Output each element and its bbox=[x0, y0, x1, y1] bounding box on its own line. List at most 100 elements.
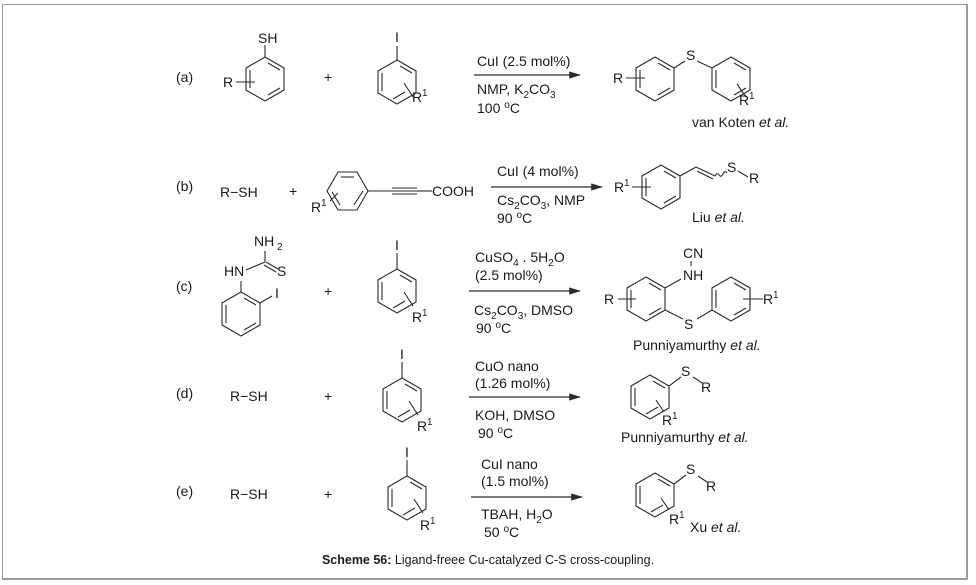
group-r1: R bbox=[311, 199, 321, 215]
reactant-thiol: R−SH bbox=[230, 388, 268, 404]
reaction-conditions: CuI nano (1.5 mol%) TBAH, H2O 50 oC bbox=[471, 456, 584, 540]
product-diaryl-sulfide: S R R 1 bbox=[613, 47, 755, 108]
superscript: 1 bbox=[422, 88, 428, 99]
reaction-label: (a) bbox=[176, 69, 193, 85]
group-r1: R bbox=[417, 418, 427, 434]
group-r1: R bbox=[669, 511, 679, 527]
solvent-base-text: Cs2CO3, DMSO bbox=[474, 302, 573, 322]
group-s: S bbox=[686, 461, 695, 477]
catalyst-text: CuI (4 mol%) bbox=[497, 163, 579, 179]
group-r: R bbox=[749, 170, 759, 186]
group-s: S bbox=[277, 263, 286, 279]
superscript: 1 bbox=[427, 417, 433, 428]
group-i: I bbox=[275, 285, 279, 301]
catalyst-loading-text: (2.5 mol%) bbox=[475, 267, 543, 283]
reference-citation: Liu et al. bbox=[692, 209, 745, 225]
group-r1: R bbox=[662, 412, 672, 428]
temperature-text: 90 oC bbox=[478, 425, 513, 441]
figure-frame bbox=[2, 4, 968, 580]
reference-citation: Punniyamurthy et al. bbox=[633, 337, 761, 353]
reactant-iodoarene: I R 1 bbox=[382, 346, 433, 434]
reactant-thiol: R−SH bbox=[230, 486, 268, 502]
reaction-d: (d) R−SH + I R 1 CuO nano (1.26 mol%) KO… bbox=[176, 346, 749, 445]
plus-sign: + bbox=[324, 388, 332, 404]
superscript: 1 bbox=[773, 290, 779, 301]
reaction-label: (b) bbox=[176, 178, 193, 194]
catalyst-text: CuSO4 . 5H2O bbox=[475, 249, 565, 269]
temperature-text: 90 oC bbox=[497, 210, 532, 226]
plus-sign: + bbox=[324, 283, 332, 299]
group-r1: R bbox=[412, 89, 422, 105]
solvent-base-text: Cs2CO3, NMP bbox=[497, 192, 585, 212]
group-s: S bbox=[686, 47, 695, 63]
reaction-conditions: CuI (2.5 mol%) NMP, K2CO3 100 oC bbox=[474, 53, 582, 116]
reference-citation: Xu et al. bbox=[690, 519, 741, 535]
temperature-text: 50 oC bbox=[484, 524, 519, 540]
reaction-label: (c) bbox=[176, 278, 192, 294]
reaction-label: (d) bbox=[176, 385, 193, 401]
reactant-arylpropiolic-acid: COOH R 1 bbox=[311, 171, 474, 215]
caption-text: Ligand-freee Cu-catalyzed C-S cross-coup… bbox=[391, 553, 655, 567]
reactant-thiophenol: SH R bbox=[223, 30, 285, 102]
group-nh: NH bbox=[683, 267, 703, 283]
group-nh2: NH bbox=[254, 233, 274, 249]
plus-sign: + bbox=[324, 486, 332, 502]
product-aryl-sulfide: S R R 1 bbox=[630, 363, 711, 428]
reactant-iodoarene: I R 1 bbox=[377, 29, 428, 105]
superscript: 1 bbox=[624, 178, 630, 189]
group-cn: CN bbox=[683, 245, 703, 261]
caption-label: Scheme 56: bbox=[321, 553, 392, 567]
superscript: 1 bbox=[679, 510, 685, 521]
group-sh: SH bbox=[258, 30, 277, 46]
catalyst-loading-text: (1.5 mol%) bbox=[481, 473, 549, 489]
product-vinyl-sulfide: S R R 1 bbox=[614, 159, 759, 210]
reaction-e: (e) R−SH + I R 1 CuI nano (1.5 mol%) TBA… bbox=[176, 444, 741, 540]
group-r: R bbox=[701, 379, 711, 395]
temperature-text: 100 oC bbox=[477, 100, 520, 116]
catalyst-text: CuI (2.5 mol%) bbox=[477, 53, 570, 69]
reaction-label: (e) bbox=[176, 483, 193, 499]
group-r1: R bbox=[614, 179, 624, 195]
reference-citation: van Koten et al. bbox=[692, 114, 789, 130]
group-r: R bbox=[223, 74, 233, 90]
group-s: S bbox=[681, 363, 690, 379]
subscript: 2 bbox=[277, 242, 283, 253]
superscript: 1 bbox=[422, 308, 428, 319]
reactant-thiol: R−SH bbox=[220, 184, 258, 200]
solvent-base-text: KOH, DMSO bbox=[475, 407, 555, 423]
group-s: S bbox=[684, 316, 693, 332]
reaction-conditions: CuO nano (1.26 mol%) KOH, DMSO 90 oC bbox=[469, 358, 582, 441]
temperature-text: 90 oC bbox=[476, 320, 511, 336]
catalyst-loading-text: (1.26 mol%) bbox=[475, 375, 550, 391]
group-cooh: COOH bbox=[432, 183, 474, 199]
group-r: R bbox=[706, 478, 716, 494]
group-i: I bbox=[395, 29, 399, 45]
product-cyanamide-sulfide: CN NH S R R 1 bbox=[604, 245, 779, 332]
reaction-b: (b) R−SH + COOH R 1 CuI (4 mol%) Cs2CO3,… bbox=[176, 159, 759, 226]
superscript: 1 bbox=[749, 91, 755, 102]
reaction-conditions: CuI (4 mol%) Cs2CO3, NMP 90 oC bbox=[491, 163, 604, 226]
reaction-conditions: CuSO4 . 5H2O (2.5 mol%) Cs2CO3, DMSO 90 … bbox=[469, 249, 582, 336]
product-aryl-sulfide: S R R 1 bbox=[635, 461, 716, 527]
group-r: R bbox=[604, 291, 614, 307]
reference-citation: Punniyamurthy et al. bbox=[621, 429, 749, 445]
reactant-iodoarene: I R 1 bbox=[387, 444, 436, 533]
group-i: I bbox=[405, 444, 409, 460]
superscript: 1 bbox=[672, 411, 678, 422]
superscript: 1 bbox=[430, 516, 436, 527]
group-r: R bbox=[613, 70, 623, 86]
catalyst-text: CuO nano bbox=[475, 358, 539, 374]
reactant-iodoarene: I R 1 bbox=[377, 237, 428, 325]
superscript: 1 bbox=[321, 198, 327, 209]
group-r1: R bbox=[763, 291, 773, 307]
group-s: S bbox=[727, 159, 736, 175]
group-r1: R bbox=[420, 517, 430, 533]
solvent-base-text: TBAH, H2O bbox=[481, 506, 553, 526]
group-r1: R bbox=[412, 309, 422, 325]
reactant-iodophenyl-thiourea: NH 2 HN S I bbox=[221, 233, 286, 337]
catalyst-text: CuI nano bbox=[481, 456, 538, 472]
solvent-base-text: NMP, K2CO3 bbox=[477, 81, 556, 101]
group-i: I bbox=[400, 346, 404, 362]
plus-sign: + bbox=[324, 69, 332, 85]
